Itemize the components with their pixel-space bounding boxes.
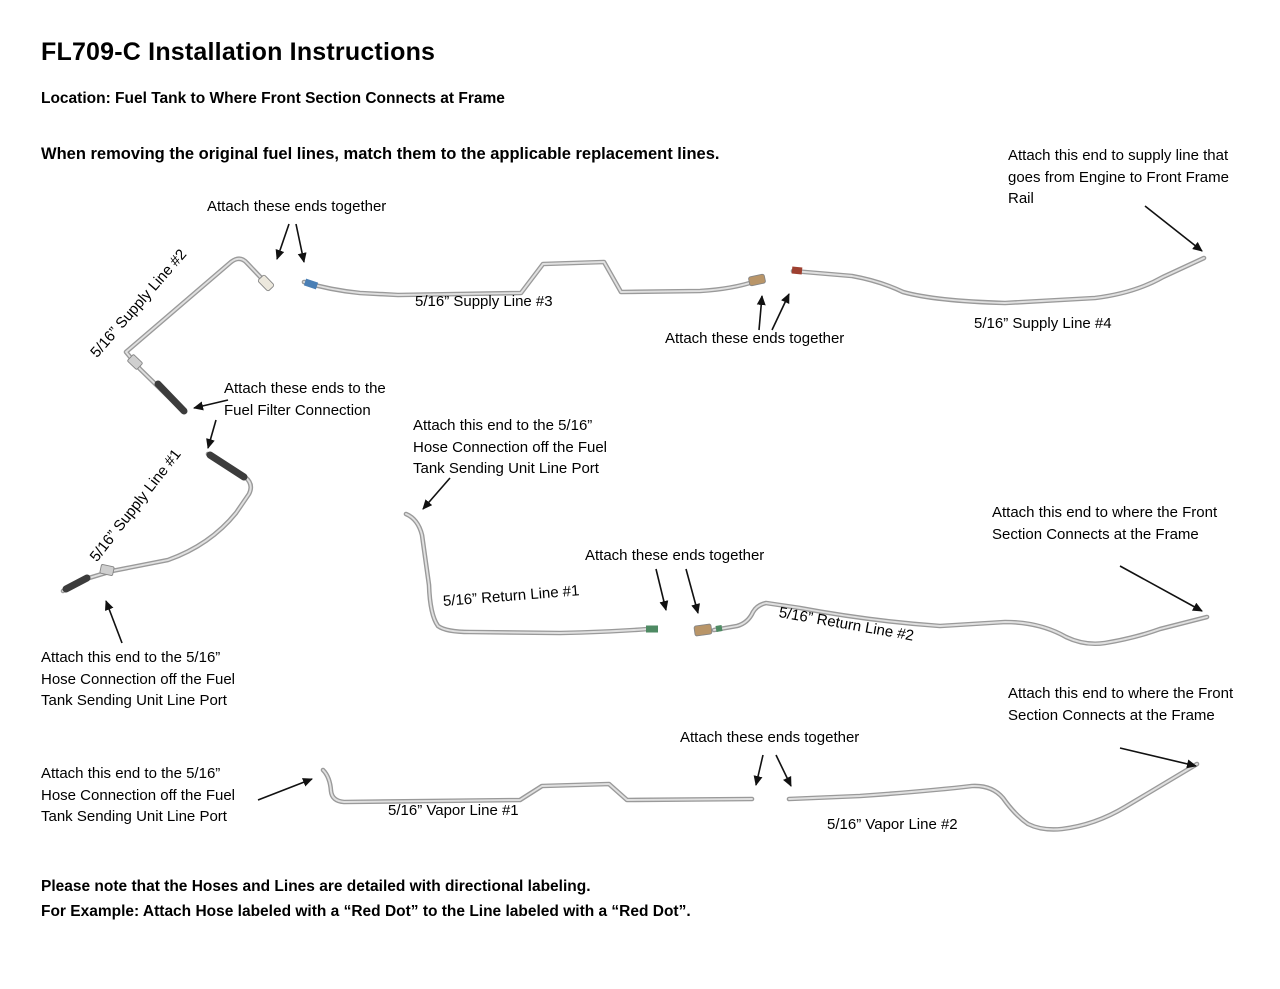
arrow-fuel-filter-upper	[193, 399, 229, 411]
arrow-attach-vapor-right	[775, 754, 792, 787]
label-supply-line-3: 5/16” Supply Line #3	[415, 293, 553, 310]
blue-dot-marker	[303, 278, 319, 290]
hex-nut-supply-1	[99, 564, 115, 576]
label-attach-ends-supply-mid: Attach these ends together	[665, 330, 845, 347]
arrow-front-section-return	[1119, 565, 1203, 612]
arrow-engine-front-rail	[1144, 205, 1203, 252]
footer-note-directional-labeling: Please note that the Hoses and Lines are…	[41, 878, 591, 895]
green-dot-marker-return-2	[715, 625, 723, 632]
label-vapor-line-2: 5/16” Vapor Line #2	[827, 816, 958, 833]
location-line: Location: Fuel Tank to Where Front Secti…	[41, 90, 505, 107]
intro-line: When removing the original fuel lines, m…	[41, 145, 720, 163]
label-front-section-return: Attach this end to where the Front Secti…	[992, 504, 1218, 543]
label-supply-line-4: 5/16” Supply Line #4	[974, 315, 1112, 332]
pointer-arrows	[104, 205, 1203, 801]
footer-note-red-dot-example: For Example: Attach Hose labeled with a …	[41, 903, 691, 920]
label-attach-ends-return: Attach these ends together	[585, 547, 765, 564]
label-vapor-line-1: 5/16” Vapor Line #1	[388, 802, 519, 819]
arrow-front-section-vapor	[1119, 747, 1197, 769]
arrow-attach-vapor-left	[753, 754, 764, 786]
tan-connector-return-2	[693, 623, 713, 637]
fuel-line-return-2	[693, 600, 1210, 647]
white-connector-supply-2	[257, 274, 275, 292]
hex-nut-supply-2	[127, 354, 143, 370]
fuel-line-supply-3	[301, 259, 766, 298]
label-front-section-vapor: Attach this end to where the Front Secti…	[1008, 685, 1234, 724]
fuel-line-return-1	[403, 511, 658, 636]
label-attach-engine-front-rail: Attach this end to supply line that goes…	[1008, 147, 1229, 207]
arrow-attach-top-left	[275, 223, 290, 260]
page-title: FL709-C Installation Instructions	[41, 38, 436, 66]
fuel-line-vapor-2	[786, 761, 1200, 832]
label-attach-fuel-filter: Attach these ends to the Fuel Filter Con…	[224, 380, 386, 419]
arrow-attach-return-left	[655, 568, 669, 611]
fuel-filter-wrap-supply-2	[154, 380, 188, 415]
red-dot-marker	[791, 266, 803, 275]
arrow-hose-connection-vapor	[257, 778, 313, 801]
fuel-line-supply-1	[60, 451, 254, 594]
fuel-filter-wrap-supply-1	[206, 451, 248, 481]
label-hose-connection-supply: Attach this end to the 5/16” Hose Connec…	[41, 649, 236, 709]
hose-end-wrap-supply-1	[62, 574, 91, 593]
label-hose-connection-return: Attach this end to the 5/16” Hose Connec…	[413, 417, 608, 477]
arrow-attach-top-right	[295, 223, 307, 263]
label-hose-connection-vapor: Attach this end to the 5/16” Hose Connec…	[41, 765, 236, 825]
fuel-line-supply-4	[790, 255, 1207, 306]
arrow-attach-mid-right	[771, 293, 790, 331]
arrow-hose-connection-return	[422, 477, 451, 510]
arrow-hose-connection-supply	[104, 600, 123, 644]
fuel-line-vapor-1	[320, 767, 755, 805]
arrow-attach-mid-left	[756, 295, 766, 331]
arrow-attach-return-right	[685, 568, 700, 614]
tan-connector-supply-3	[748, 273, 766, 287]
label-attach-ends-supply-top: Attach these ends together	[207, 198, 387, 215]
label-attach-ends-vapor: Attach these ends together	[680, 729, 860, 746]
arrow-fuel-filter-lower	[206, 419, 217, 449]
fuel-line-supply-2	[123, 256, 275, 415]
